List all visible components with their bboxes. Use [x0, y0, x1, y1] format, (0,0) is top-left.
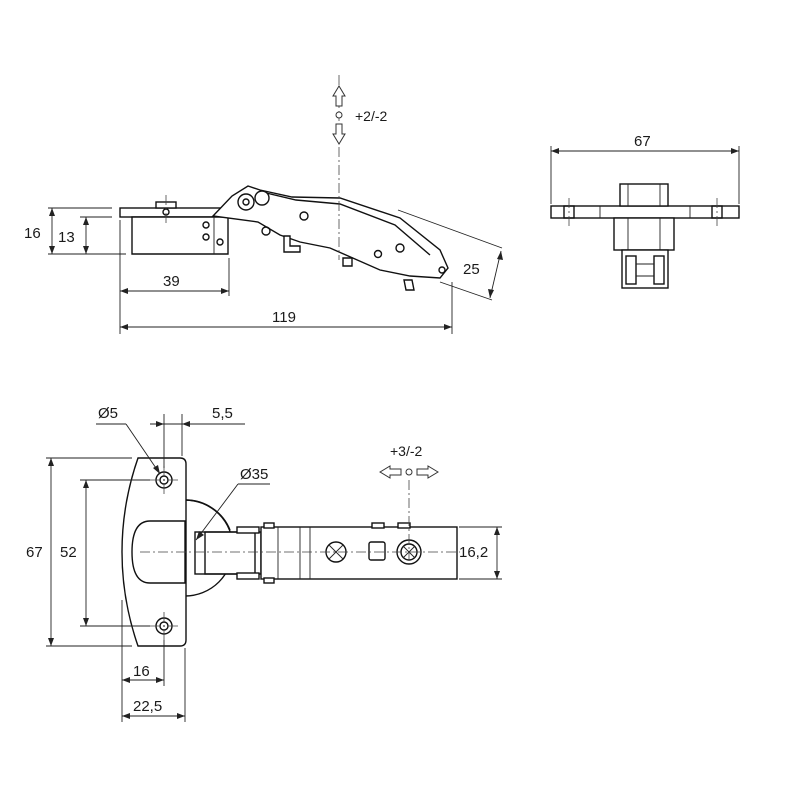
front-mounting-plate	[550, 205, 740, 219]
top-dim-5-5: 5,5	[212, 405, 233, 422]
side-clip-1	[283, 235, 301, 253]
top-arm-tab-2	[236, 572, 260, 580]
front-arm-top	[619, 183, 669, 207]
adjust-horizontal-label: +3/-2	[390, 443, 423, 459]
adjust-point-icon	[335, 111, 343, 119]
side-clip-2	[342, 257, 353, 267]
side-pivot-1-center	[242, 198, 250, 206]
side-ext-25-top	[397, 209, 503, 249]
front-body	[613, 217, 675, 251]
side-dim-39: 39	[163, 273, 180, 290]
side-dim-13: 13	[58, 229, 75, 246]
top-dim-22-5: 22,5	[133, 698, 162, 715]
top-arm-tab-6	[397, 522, 411, 529]
front-view: 67	[550, 133, 740, 289]
top-dia5-leader	[125, 423, 161, 475]
top-screw-cross-1-b	[328, 544, 344, 560]
top-arm-tab-3	[263, 522, 275, 529]
adjust-point-h-icon	[405, 468, 413, 476]
top-dim-dia5: Ø5	[98, 405, 118, 422]
arrow-down-icon	[332, 123, 346, 145]
top-view: +3/-2 Ø5 5,5 Ø35 67 52	[26, 405, 502, 722]
front-lower-arm-left	[625, 255, 637, 285]
top-square-hole	[368, 541, 386, 561]
adjust-vertical-label: +2/-2	[355, 108, 388, 124]
side-dim-119: 119	[272, 309, 296, 326]
side-hinge-arm	[211, 185, 449, 279]
side-arm-rivet-3	[373, 249, 383, 259]
side-arm-inner-line	[261, 191, 431, 256]
side-dim-16: 16	[24, 225, 41, 242]
front-lower-arm-right	[653, 255, 665, 285]
top-arm-tab-4	[263, 577, 275, 584]
top-arm-tab-1	[236, 526, 260, 534]
side-plate-hole-3	[216, 238, 224, 246]
side-arm-rivet-2	[395, 243, 405, 253]
side-plate-hole-2	[202, 233, 210, 241]
arrow-up-icon	[332, 85, 346, 107]
side-dim-25: 25	[463, 261, 480, 278]
side-arm-rivet-1	[299, 211, 309, 221]
arrow-right-icon	[416, 465, 439, 479]
side-pivot-3	[261, 226, 271, 236]
top-dim-16-2: 16,2	[459, 544, 488, 561]
top-cup-arc	[184, 499, 231, 531]
front-dim-67: 67	[634, 133, 651, 150]
arrow-left-icon	[379, 465, 402, 479]
top-arm-knuckle-inner	[204, 531, 256, 575]
side-ext-25-bottom	[439, 281, 493, 301]
side-arm-rivet-4	[438, 266, 446, 274]
top-dim-52: 52	[60, 544, 77, 561]
top-dim-67: 67	[26, 544, 43, 561]
side-plate-block	[131, 216, 229, 255]
top-dia35-leader	[195, 483, 239, 541]
side-clip-3	[403, 279, 415, 291]
top-arm-body	[260, 526, 458, 580]
side-plate-hole-1	[202, 221, 210, 229]
side-pivot-2	[254, 190, 270, 206]
side-view: +2/-2 16 13 39 119 25	[24, 75, 503, 334]
side-pivot-1	[237, 193, 255, 211]
top-dim-16: 16	[133, 663, 150, 680]
top-dim-dia35: Ø35	[240, 466, 268, 483]
top-arm-tab-5	[371, 522, 385, 529]
